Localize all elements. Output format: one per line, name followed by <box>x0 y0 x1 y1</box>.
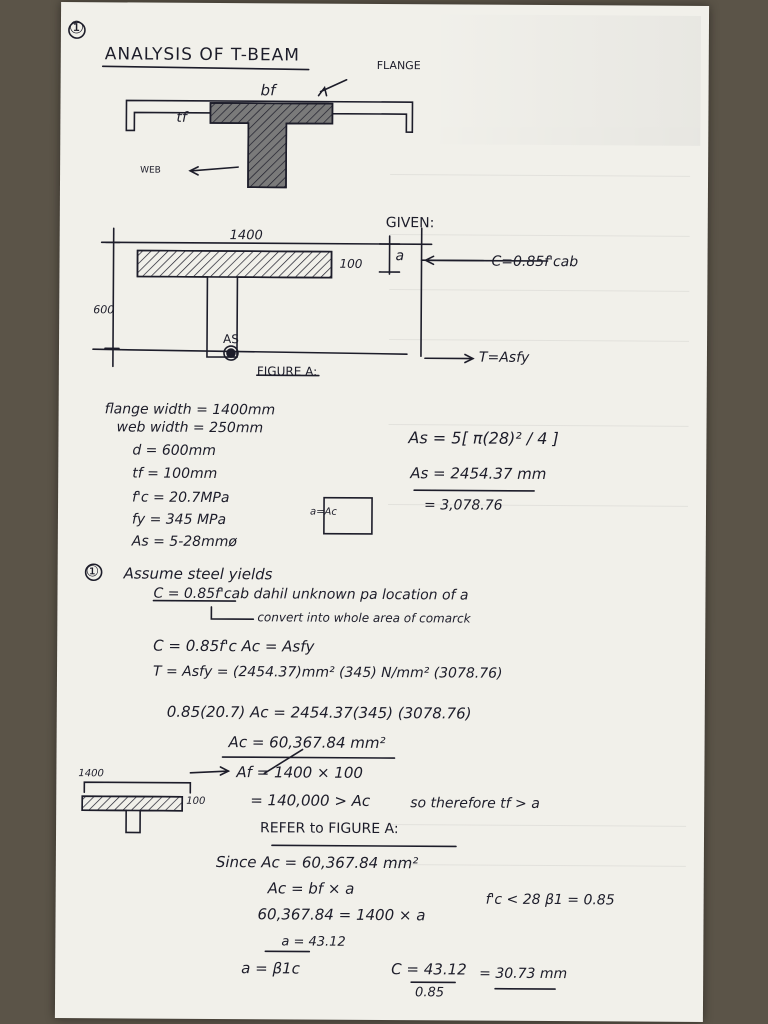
given-fy: fy = 345 MPa <box>131 511 227 529</box>
figa-width-label: 1400 <box>229 228 263 244</box>
stress-block-edge <box>420 227 423 358</box>
flange-compare-line: = 140,000 > Ac <box>250 791 371 810</box>
step-line4: T = Asfy = (2454.37)mm² (345) N/mm² (307… <box>152 663 503 682</box>
given-flange-width: flange width = 1400mm <box>104 401 276 419</box>
beta-note: f'c < 28 β1 = 0.85 <box>485 891 615 909</box>
step-line6: Ac = 60,367.84 mm² <box>228 733 386 753</box>
figa-thickness-label: 100 <box>339 256 363 271</box>
figure-a-section <box>92 227 549 377</box>
step-line3: C = 0.85f'c Ac = Asfy <box>153 636 315 656</box>
c-denominator: 0.85 <box>415 985 445 1001</box>
given-label: GIVEN: <box>385 215 435 232</box>
flange-conclusion: so therefore tf > a <box>410 795 540 812</box>
web-label: WEB <box>140 165 161 176</box>
c-result: = 30.73 mm <box>479 965 568 983</box>
flange-sketch-width: 1400 <box>78 768 104 780</box>
given-as: As = 5-28mmø <box>131 533 237 551</box>
as-calc-line3: = 3,078.76 <box>423 497 503 514</box>
web-pointer <box>191 166 239 172</box>
as-calc-line1: As = 5[ π(28)² / 4 ] <box>408 428 559 449</box>
a-box <box>323 496 373 535</box>
title-underline <box>101 65 310 71</box>
a-label: a <box>395 248 405 265</box>
given-web-width: web width = 250mm <box>116 419 264 437</box>
step-line1: C = 0.85f'cab dahil unknown pa location … <box>153 585 469 604</box>
step-number: ① <box>85 562 100 581</box>
flange-label: FLANGE <box>376 58 421 73</box>
final-line3: 60,367.84 = 1400 × a <box>257 905 426 925</box>
refer-figure-line: REFER to FIGURE A: <box>260 820 399 838</box>
given-fc: f'c = 20.7MPa <box>132 489 230 507</box>
rebar-dot <box>226 348 236 358</box>
given-d: d = 600mm <box>132 442 216 459</box>
bf-label: bf <box>260 81 276 100</box>
step-line2: convert into whole area of comarck <box>257 610 471 626</box>
t-beam-sketch <box>125 78 414 189</box>
page-title: ANALYSIS OF T-BEAM <box>104 44 301 66</box>
compression-label: C=0.85f'cab <box>491 253 579 271</box>
flange-sketch-thickness: 100 <box>186 795 206 807</box>
c-numerator: C = 43.12 <box>391 960 467 979</box>
tf-label: tf <box>176 109 187 126</box>
sketch-lines <box>68 21 556 990</box>
step-title: Assume steel yields <box>123 564 273 584</box>
final-line2: Ac = bf × a <box>267 879 355 898</box>
figa-caption: FIGURE A: <box>256 364 318 379</box>
step-line5: 0.85(20.7) Ac = 2454.37(345) (3078.76) <box>166 702 472 723</box>
flange-area-line: Af = 1400 × 100 <box>236 763 364 782</box>
given-tf: tf = 100mm <box>132 465 218 482</box>
final-line1: Since Ac = 60,367.84 mm² <box>215 852 419 873</box>
figa-as-label: AS <box>223 332 239 347</box>
final-line5: a = β1c <box>241 959 300 978</box>
tension-label: T=Asfy <box>478 349 530 366</box>
final-line4: a = 43.12 <box>281 934 346 950</box>
neutral-axis-line <box>92 348 408 355</box>
as-calc-line2: As = 2454.37 mm <box>410 464 547 484</box>
section-number: ① <box>68 18 85 39</box>
header-circle <box>68 21 86 39</box>
depth-dim-line <box>112 227 115 368</box>
figa-depth-label: 600 <box>93 303 115 317</box>
a-box-label: a=Ac <box>309 506 337 518</box>
notebook-page: ① ANALYSIS OF T-BEAM FLANGE bf tf WEB 14… <box>54 2 710 1022</box>
